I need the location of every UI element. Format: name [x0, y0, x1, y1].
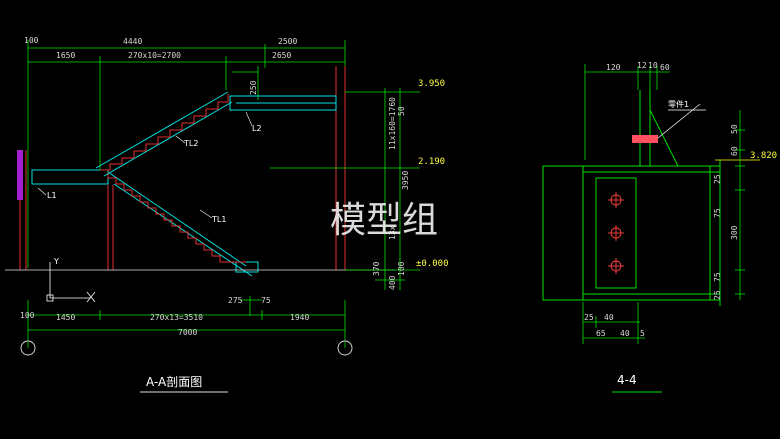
dim-44-25a: 25	[713, 174, 722, 184]
dim-44-75a: 75	[713, 208, 722, 218]
section-44-title: 4-4	[617, 373, 637, 387]
section-44: 120 12 10 60 零件1	[542, 61, 777, 393]
section-aa-title: A-A剖面图	[146, 375, 202, 389]
dim-aa-1650: 1650	[56, 51, 75, 60]
aa-stringer-tl2	[95, 91, 233, 177]
dim-44-10: 10	[648, 61, 658, 70]
aa-steps-tl1	[107, 172, 246, 263]
dim-44-65: 65	[596, 329, 606, 338]
dim-aa-270x10: 270x10=2700	[128, 51, 181, 60]
dim-aa-100-bottom: 100	[20, 311, 35, 320]
dim-aa-400: 400	[388, 275, 397, 290]
dim-aa-2500: 2500	[278, 37, 297, 46]
aa-steps-tl2	[100, 94, 229, 171]
aa-stringer-tl1	[107, 171, 253, 277]
dim-aa-275: 275	[228, 296, 243, 305]
s44-top-dimension-lines	[584, 64, 670, 160]
dim-aa-11x160: 11x160=1760	[388, 97, 397, 150]
watermark-text: 模型组	[330, 200, 438, 241]
elev-2190: 2.190	[418, 157, 445, 167]
dim-aa-1940: 1940	[290, 313, 309, 322]
elev-0000: ±0.000	[416, 259, 449, 269]
part-1-leader	[657, 103, 701, 139]
dim-aa-370: 370	[372, 261, 381, 276]
axis-y-label: Y	[53, 257, 59, 266]
elev-3820: 3.820	[750, 151, 777, 161]
dim-44-5: 5	[640, 329, 645, 338]
grid-bubble-right	[337, 340, 353, 356]
dim-44-75b: 75	[713, 272, 722, 282]
dim-aa-13x: 13x	[388, 225, 397, 240]
aa-right-dimension-lines	[270, 88, 420, 290]
elev-3950: 3.950	[418, 79, 445, 89]
s44-right-dimension-lines	[735, 110, 745, 300]
dim-44-300: 300	[730, 225, 739, 240]
dim-44-25b: 25	[713, 290, 722, 300]
dim-aa-50: 50	[397, 106, 406, 116]
s44-steel-section	[542, 90, 721, 306]
aa-left-column	[17, 150, 23, 200]
grid-bubble-left	[20, 340, 36, 356]
dim-aa-250: 250	[249, 80, 258, 95]
ucs-axis-icon	[46, 262, 96, 303]
label-l1: L1	[47, 191, 57, 200]
dim-44-25: 25	[584, 313, 594, 322]
dim-aa-1450: 1450	[56, 313, 75, 322]
dim-aa-270x13: 270x13=3510	[150, 313, 203, 322]
dim-44-50: 50	[730, 124, 739, 134]
dim-44-12: 12	[637, 61, 647, 70]
section-aa: 100 4440 2500 1650 270x10=2700 2650 250	[5, 36, 449, 393]
s44-bottom-dimension-lines	[582, 302, 645, 344]
aa-leaders	[37, 111, 253, 219]
label-tl2: TL2	[183, 139, 198, 148]
dim-aa-2650: 2650	[272, 51, 291, 60]
dim-44-120: 120	[606, 63, 621, 72]
aa-bottom-dimension-lines	[27, 296, 346, 348]
dim-44-40b: 40	[620, 329, 630, 338]
dim-44-60: 60	[660, 63, 670, 72]
dim-aa-75: 75	[261, 296, 271, 305]
s44-bolts	[608, 192, 624, 274]
dim-44-40a: 40	[604, 313, 614, 322]
dim-aa-7000: 7000	[178, 328, 197, 337]
dim-aa-100-top: 100	[24, 36, 39, 45]
dim-aa-4440: 4440	[123, 37, 142, 46]
part-1-plate	[632, 135, 658, 143]
aa-landing-beams	[31, 95, 337, 273]
dim-44-60r: 60	[730, 146, 739, 156]
part-1-label: 零件1	[668, 99, 689, 109]
aa-top-dimension-lines	[27, 40, 346, 268]
dim-aa-100r: 100	[397, 261, 406, 276]
label-l2: L2	[252, 124, 262, 133]
dim-aa-3950: 3950	[401, 171, 410, 190]
label-tl1: TL1	[211, 215, 226, 224]
